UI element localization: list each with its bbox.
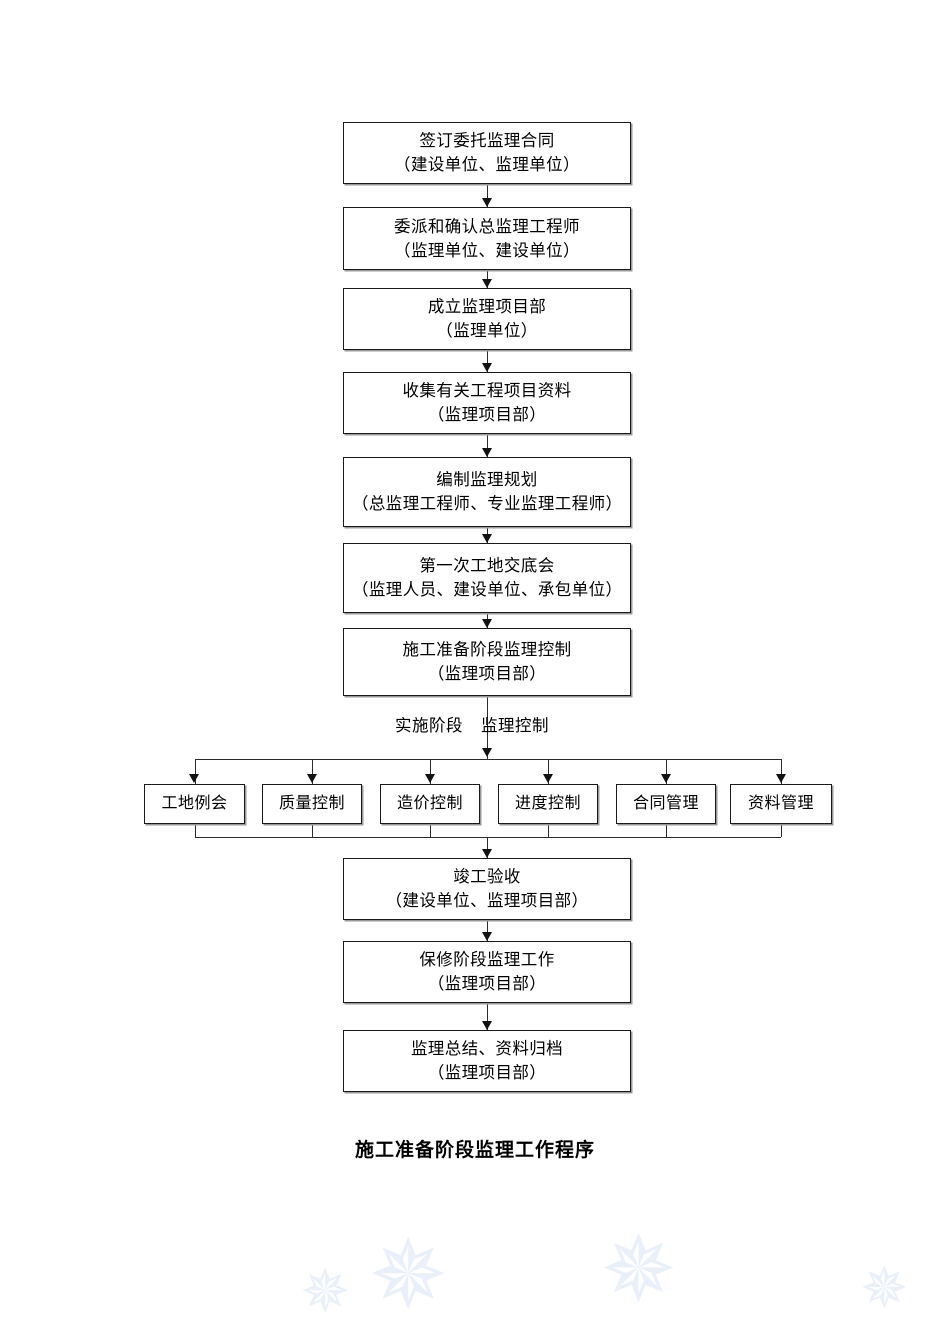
connector-vertical: [194, 759, 196, 784]
flow-node-step-3-label: 成立监理项目部 （监理单位）: [427, 297, 547, 340]
flow-node-parallel-6-label: 资料管理: [747, 795, 814, 813]
connector-vertical: [312, 824, 313, 837]
watermark-star-icon-4: ✵: [860, 1256, 909, 1321]
flow-node-step-4-label: 收集有关工程项目资料 （监理项目部）: [402, 381, 572, 424]
connector-vertical: [312, 759, 313, 784]
flow-node-step-2-label: 委派和确认总监理工程师 （监理单位、建设单位）: [394, 216, 580, 260]
flow-node-parallel-2-label: 质量控制: [278, 795, 345, 813]
watermark-layer: ✵ ✵ ✵ ✵: [0, 1214, 950, 1344]
flow-node-step-1: 签订委托监理合同 （建设单位、监理单位）: [343, 122, 631, 184]
arrow-head-icon: [481, 198, 492, 207]
flow-node-step-6: 第一次工地交底会 （监理人员、建设单位、承包单位）: [343, 543, 631, 613]
flow-node-step-9-label: 保修阶段监理工作 （监理项目部）: [419, 950, 555, 993]
arrow-head-icon: [481, 363, 492, 372]
arrow-head-icon: [481, 1021, 492, 1030]
flow-node-parallel-6: 资料管理: [730, 784, 832, 824]
flow-node-step-10-label: 监理总结、资料归档 （监理项目部）: [410, 1039, 564, 1082]
flow-node-step-5-label: 编制监理规划 （总监理工程师、专业监理工程师）: [352, 470, 623, 513]
flow-node-parallel-2: 质量控制: [262, 784, 362, 824]
arrow-head-icon: [306, 774, 317, 783]
arrow-head-icon: [542, 774, 553, 783]
flow-node-step-7: 施工准备阶段监理控制 （监理项目部）: [343, 628, 631, 696]
arrow-head-icon: [775, 774, 786, 783]
flow-node-parallel-4-label: 进度控制: [514, 795, 581, 813]
connector-vertical: [194, 824, 196, 837]
arrow-head-icon: [481, 279, 492, 288]
arrow-head-icon: [481, 448, 492, 457]
flow-node-step-1-label: 签订委托监理合同 （建设单位、监理单位）: [394, 131, 580, 174]
flow-node-parallel-3: 造价控制: [380, 784, 480, 824]
arrow-head-icon: [481, 932, 492, 941]
flow-node-step-10: 监理总结、资料归档 （监理项目部）: [343, 1030, 631, 1092]
flow-node-step-6-label: 第一次工地交底会 （监理人员、建设单位、承包单位）: [352, 556, 623, 599]
connector-vertical: [487, 920, 488, 941]
flow-node-parallel-4: 进度控制: [498, 784, 598, 824]
flow-node-step-3: 成立监理项目部 （监理单位）: [343, 288, 631, 350]
connector-vertical: [487, 350, 488, 372]
flow-node-step-8-label: 竣工验收 （建设单位、监理项目部）: [385, 867, 589, 910]
watermark-star-icon-2: ✵: [368, 1222, 449, 1329]
flow-node-parallel-5-label: 合同管理: [632, 795, 699, 813]
arrow-head-icon: [424, 774, 435, 783]
flow-node-step-9: 保修阶段监理工作 （监理项目部）: [343, 941, 631, 1003]
connector-vertical: [548, 824, 549, 837]
connector-vertical: [666, 759, 667, 784]
flow-node-step-4: 收集有关工程项目资料 （监理项目部）: [343, 372, 631, 434]
connector-vertical: [487, 1003, 488, 1030]
diagram-caption: 施工准备阶段监理工作程序: [354, 1140, 595, 1161]
flow-node-step-2: 委派和确认总监理工程师 （监理单位、建设单位）: [343, 207, 631, 270]
flow-node-parallel-3-label: 造价控制: [396, 795, 463, 813]
connector-vertical: [487, 184, 488, 207]
arrow-head-icon: [481, 534, 492, 543]
stage-label-left: 实施阶段: [395, 716, 463, 735]
connector-vertical: [487, 696, 488, 759]
arrow-head-icon: [481, 849, 492, 858]
connector-vertical: [548, 759, 549, 784]
stage-label-right: 监理控制: [481, 716, 549, 735]
watermark-star-icon-1: ✵: [300, 1259, 351, 1325]
connector-vertical: [487, 837, 488, 858]
flow-node-parallel-1: 工地例会: [144, 784, 245, 824]
connector-vertical: [487, 434, 488, 457]
watermark-star-icon-3: ✵: [600, 1219, 678, 1321]
arrow-head-icon: [481, 748, 492, 757]
flow-node-parallel-5: 合同管理: [616, 784, 716, 824]
arrow-head-icon: [189, 774, 199, 783]
arrow-head-icon: [481, 619, 492, 628]
flow-node-step-7-label: 施工准备阶段监理控制 （监理项目部）: [402, 640, 572, 683]
connector-vertical: [781, 824, 782, 837]
connector-vertical: [430, 759, 431, 784]
arrow-head-icon: [660, 774, 671, 783]
flow-node-parallel-1-label: 工地例会: [161, 795, 228, 813]
flow-node-step-5: 编制监理规划 （总监理工程师、专业监理工程师）: [343, 457, 631, 527]
connector-horizontal: [194, 759, 781, 760]
flow-node-step-8: 竣工验收 （建设单位、监理项目部）: [343, 858, 631, 920]
connector-vertical: [430, 824, 431, 837]
connector-vertical: [666, 824, 667, 837]
stage-label: 实施阶段监理控制: [395, 712, 549, 736]
connector-vertical: [781, 759, 782, 784]
